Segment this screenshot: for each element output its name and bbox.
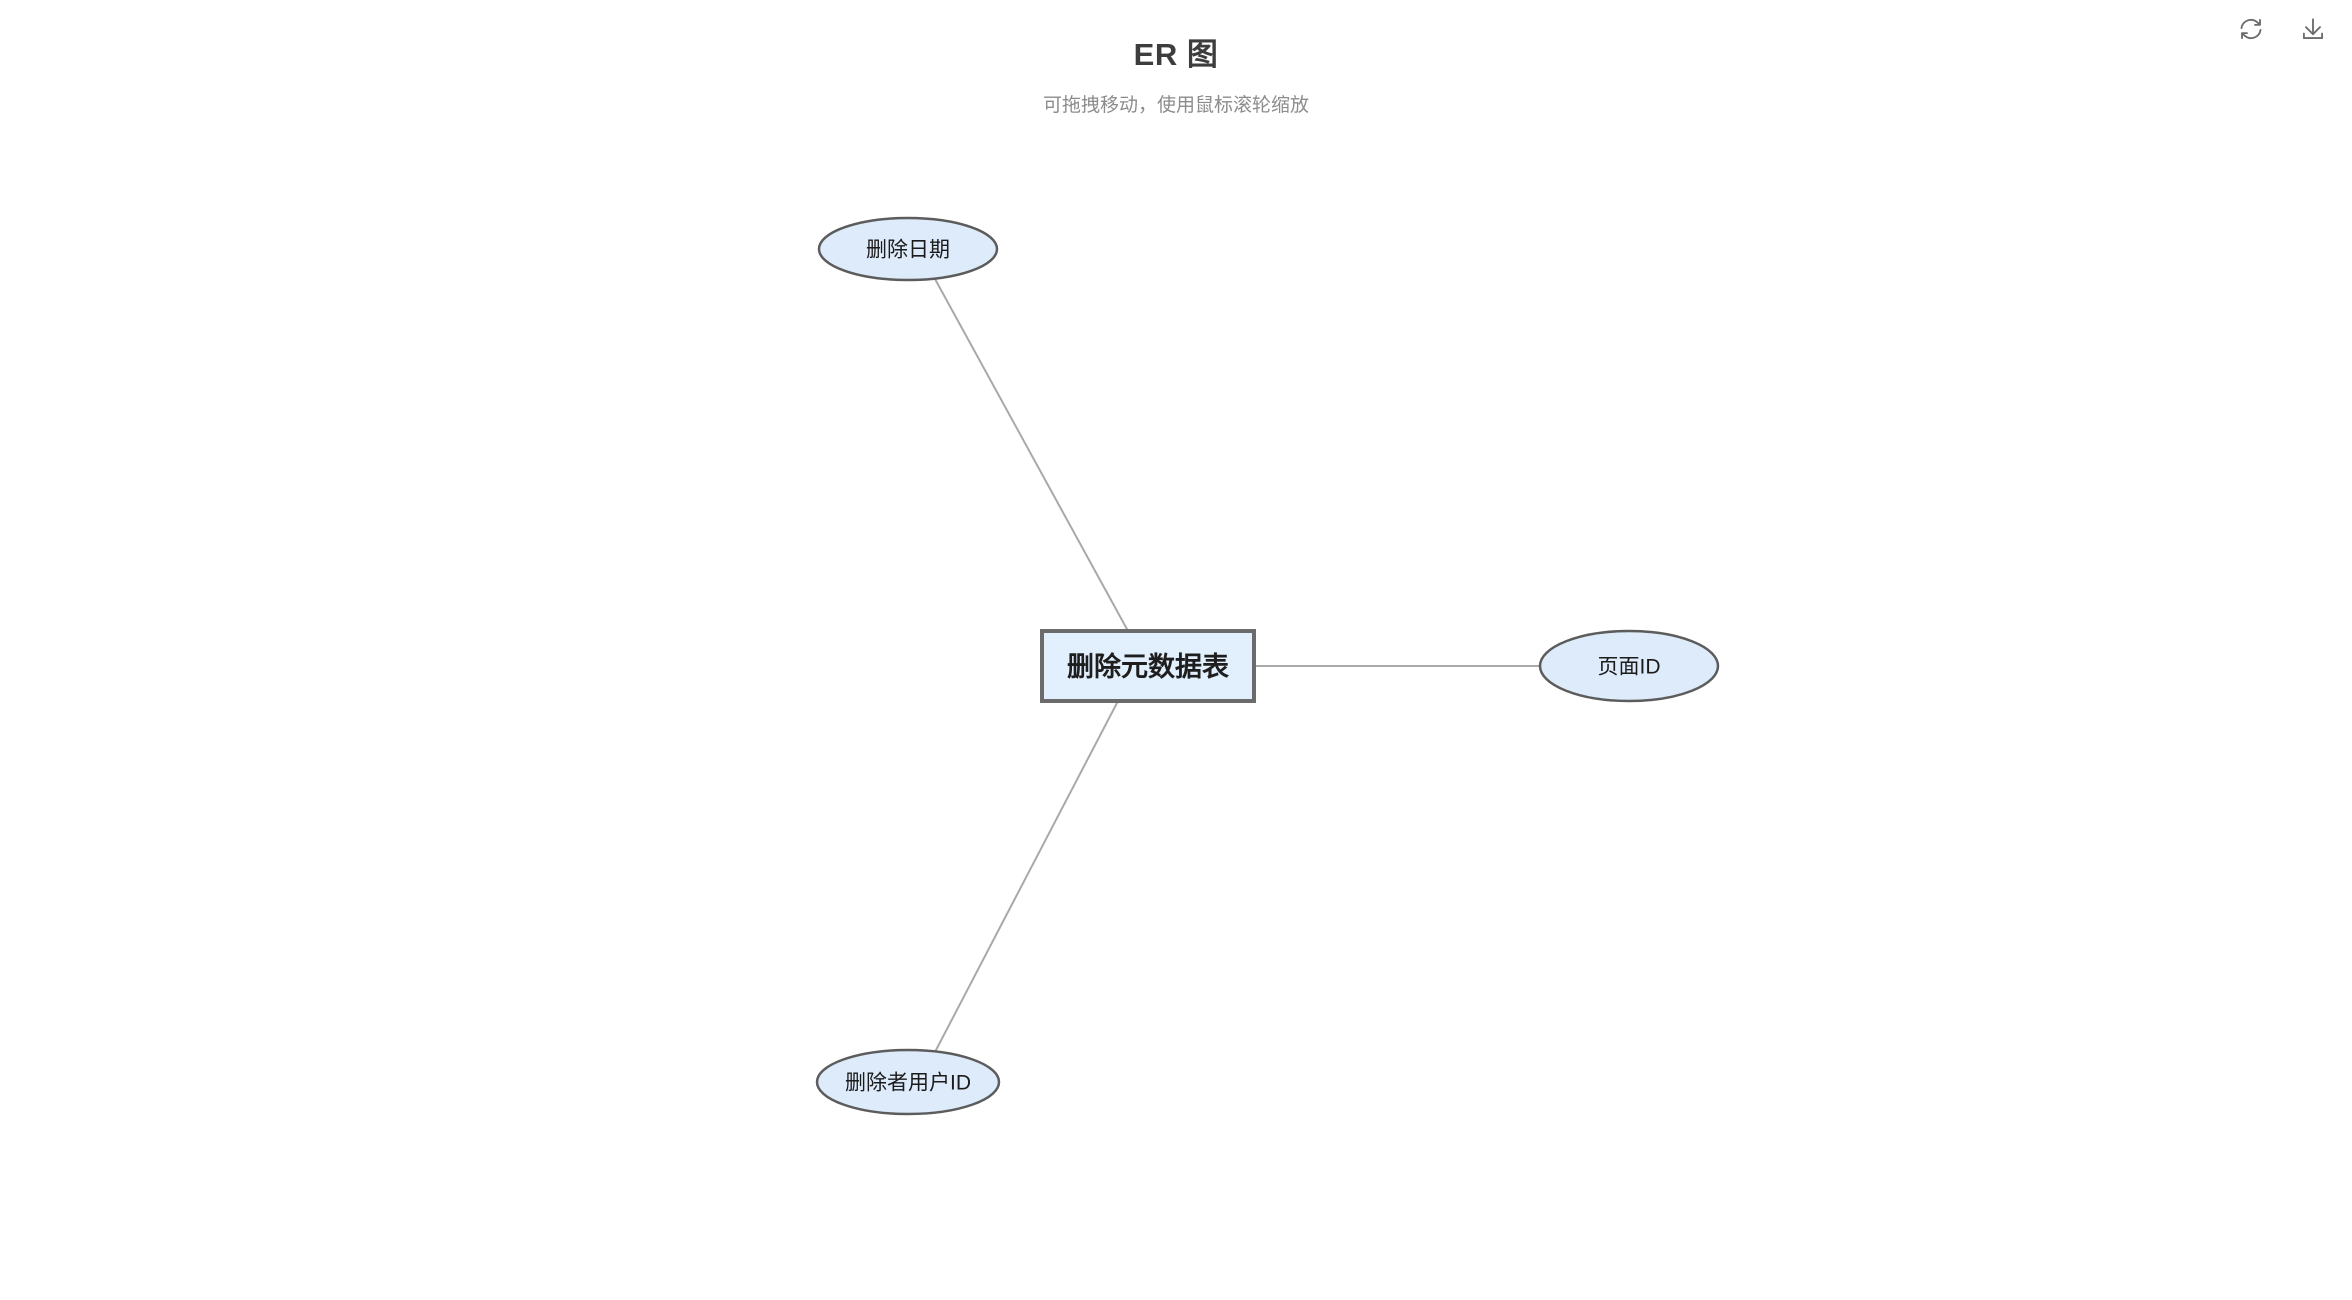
er-entity-node[interactable]: 删除元数据表 <box>1040 629 1256 703</box>
reset-view-button[interactable] <box>2230 8 2272 50</box>
entity-rectangle[interactable] <box>1040 629 1256 703</box>
attribute-ellipse[interactable] <box>817 216 999 282</box>
download-button[interactable] <box>2292 8 2334 50</box>
er-attribute-node[interactable]: 删除日期 <box>817 216 999 282</box>
refresh-icon <box>2238 16 2264 42</box>
download-icon <box>2300 16 2326 42</box>
diagram-toolbar <box>2230 8 2334 50</box>
er-attribute-node[interactable]: 删除者用户ID <box>815 1048 1001 1116</box>
edge-layer <box>934 278 1540 1053</box>
er-edge <box>934 700 1119 1053</box>
er-attribute-node[interactable]: 页面ID <box>1538 629 1720 703</box>
attribute-ellipse[interactable] <box>815 1048 1001 1116</box>
er-edge <box>934 278 1129 632</box>
attribute-ellipse[interactable] <box>1538 629 1720 703</box>
